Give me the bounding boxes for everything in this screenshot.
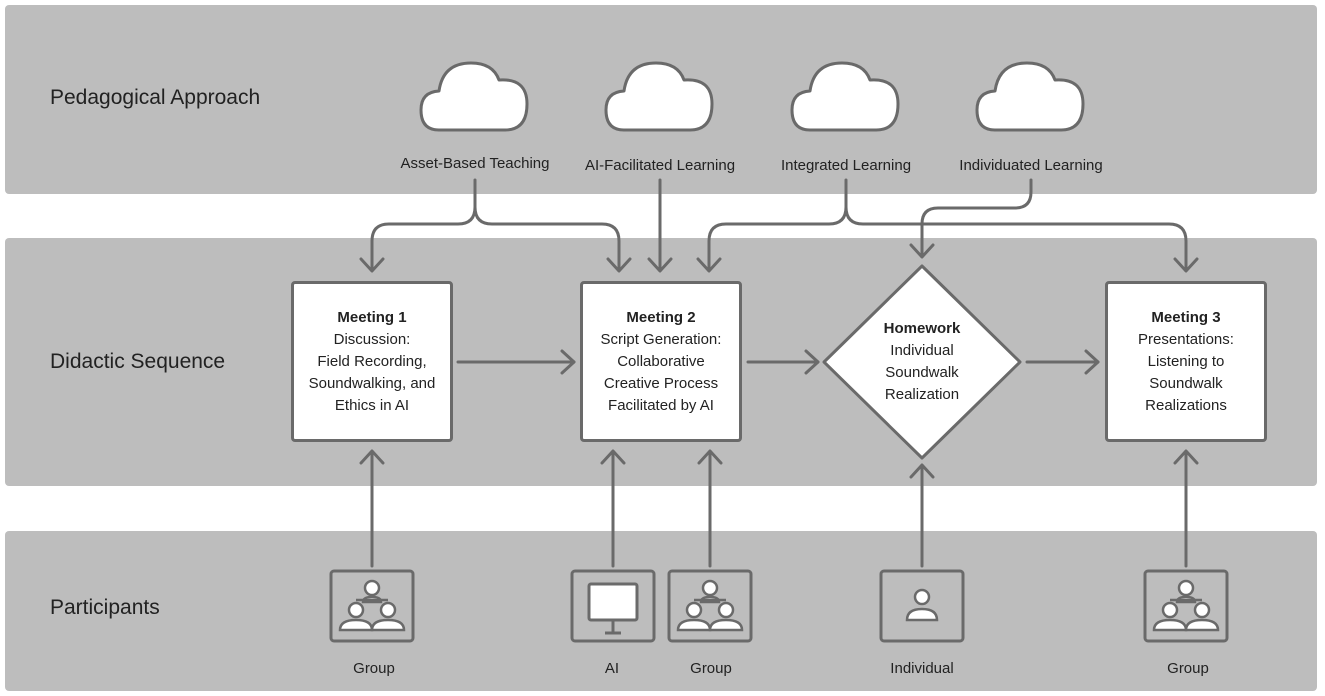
meeting1-title: Meeting 1 [337, 308, 407, 326]
sequence-band-label: Didactic Sequence [50, 350, 226, 373]
connector-asset-to-meeting1 [370, 178, 477, 272]
meeting3-line: Soundwalk [1149, 374, 1223, 392]
group-icon [1143, 569, 1229, 643]
cloud-icon [975, 61, 1085, 132]
meeting3-line: Listening to [1147, 352, 1225, 370]
approach-label-asset: Asset-Based Teaching [400, 155, 550, 172]
homework-diamond [822, 264, 1022, 460]
homework-title: Homework [883, 320, 961, 337]
connector-integrated-to-meeting2 [707, 178, 848, 272]
meeting2-line: Creative Process [603, 374, 719, 392]
meeting1-line: Soundwalking, and [308, 374, 436, 392]
meeting1-line: Field Recording, [317, 352, 427, 370]
approach-label-ai: AI-Facilitated Learning [584, 157, 736, 174]
participant-label-individual: Individual [890, 660, 954, 677]
approach-band-label: Pedagogical Approach [50, 86, 261, 109]
meeting3-line: Realizations [1145, 396, 1227, 414]
participant-label-group: Group [353, 660, 395, 677]
participant-label-group: Group [690, 660, 732, 677]
meeting2-line: Script Generation: [600, 330, 722, 348]
connector-asset-to-meeting2 [473, 205, 621, 272]
meeting2-title: Meeting 2 [626, 308, 696, 326]
monitor-icon [570, 569, 656, 643]
person-icon [879, 569, 965, 643]
meeting2-line: Collaborative [617, 352, 705, 370]
meeting1-box: Meeting 1 Discussion: Field Recording, S… [291, 281, 453, 442]
participant-label-ai: AI [604, 660, 620, 677]
cloud-icon [604, 61, 714, 132]
group-icon [329, 569, 415, 643]
homework-line: Soundwalk [885, 364, 959, 381]
meeting1-line: Discussion: [333, 330, 411, 348]
meeting3-title: Meeting 3 [1151, 308, 1221, 326]
meeting2-line: Facilitated by AI [608, 396, 714, 414]
participants-band-label: Participants [50, 596, 160, 619]
participants-band [5, 531, 1317, 691]
homework-line: Realization [884, 386, 960, 403]
meeting2-box: Meeting 2 Script Generation: Collaborati… [580, 281, 742, 442]
meeting1-line: Ethics in AI [334, 396, 410, 414]
participant-label-group: Group [1167, 660, 1209, 677]
homework-text: Homework Individual Soundwalk Realizatio… [842, 307, 1002, 417]
approach-label-individuated: Individuated Learning [959, 157, 1103, 174]
meeting3-line: Presentations: [1138, 330, 1234, 348]
approach-label-integrated: Integrated Learning [780, 157, 912, 174]
group-icon [667, 569, 753, 643]
connector-individuated-to-homework [920, 178, 1033, 257]
homework-line: Individual [890, 342, 954, 359]
cloud-icon [790, 61, 900, 132]
cloud-icon [419, 61, 529, 132]
connector-integrated-to-meeting3 [844, 205, 1188, 272]
meeting3-box: Meeting 3 Presentations: Listening to So… [1105, 281, 1267, 442]
